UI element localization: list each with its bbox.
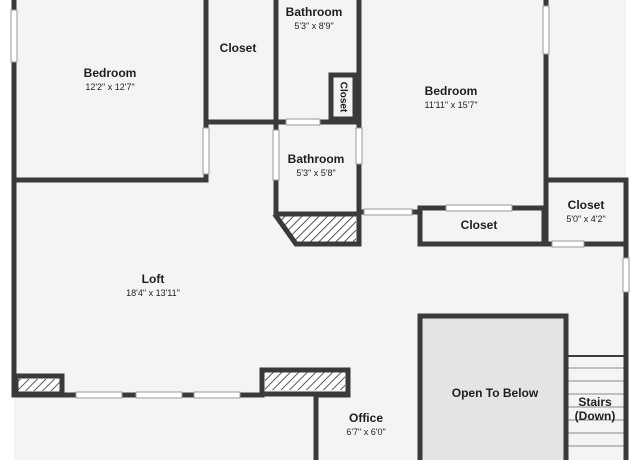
room-name: Open To Below [452, 386, 539, 400]
room-name: Bathroom [288, 152, 345, 166]
open-to-below-area [422, 318, 564, 460]
room-bedroom-right: Bedroom 11'11" x 15'7" [424, 84, 477, 110]
room-dimensions: 5'3" x 8'9" [294, 21, 333, 31]
room-name: Closet [220, 41, 257, 55]
room-name: Bathroom [286, 5, 343, 19]
room-name: Closet [568, 198, 605, 212]
hatched-fixture-mid [278, 214, 356, 242]
room-name: Bedroom [425, 84, 478, 98]
room-dimensions: 5'3" x 5'8" [296, 168, 335, 178]
room-bathroom-mid: Bathroom 5'3" x 5'8" [288, 152, 345, 178]
hatched-fixture-bottom [265, 372, 345, 390]
room-closet-top: Closet [220, 41, 257, 55]
hatched-fixture-left [18, 379, 60, 391]
stair-treads [568, 367, 626, 447]
room-closet-small: Closet [337, 82, 348, 113]
room-dimensions: 18'4" x 13'11" [126, 288, 180, 298]
windows [10, 5, 630, 399]
room-name: Bedroom [84, 66, 137, 80]
room-name: Closet [337, 82, 348, 113]
room-open-to-below: Open To Below [452, 386, 539, 400]
room-closet-mid: Closet [461, 218, 498, 232]
room-office: Office 6'7" x 6'0" [346, 411, 385, 437]
room-name: Office [349, 411, 383, 425]
room-bedroom-left: Bedroom 12'2" x 12'7" [84, 66, 137, 92]
room-dimensions: 6'7" x 6'0" [346, 427, 385, 437]
room-loft: Loft 18'4" x 13'11" [126, 272, 180, 298]
room-name: Stairs [578, 395, 612, 409]
room-dimensions: 11'11" x 15'7" [424, 100, 477, 110]
room-stairs: Stairs (Down) [575, 395, 616, 423]
room-dimensions: 5'0" x 4'2" [566, 214, 605, 224]
stairs-direction: (Down) [575, 409, 616, 423]
room-bathroom-top: Bathroom 5'3" x 8'9" [286, 5, 343, 31]
room-name: Closet [461, 218, 498, 232]
room-name: Loft [142, 272, 165, 286]
room-dimensions: 12'2" x 12'7" [85, 82, 134, 92]
room-closet-right: Closet 5'0" x 4'2" [566, 198, 605, 224]
